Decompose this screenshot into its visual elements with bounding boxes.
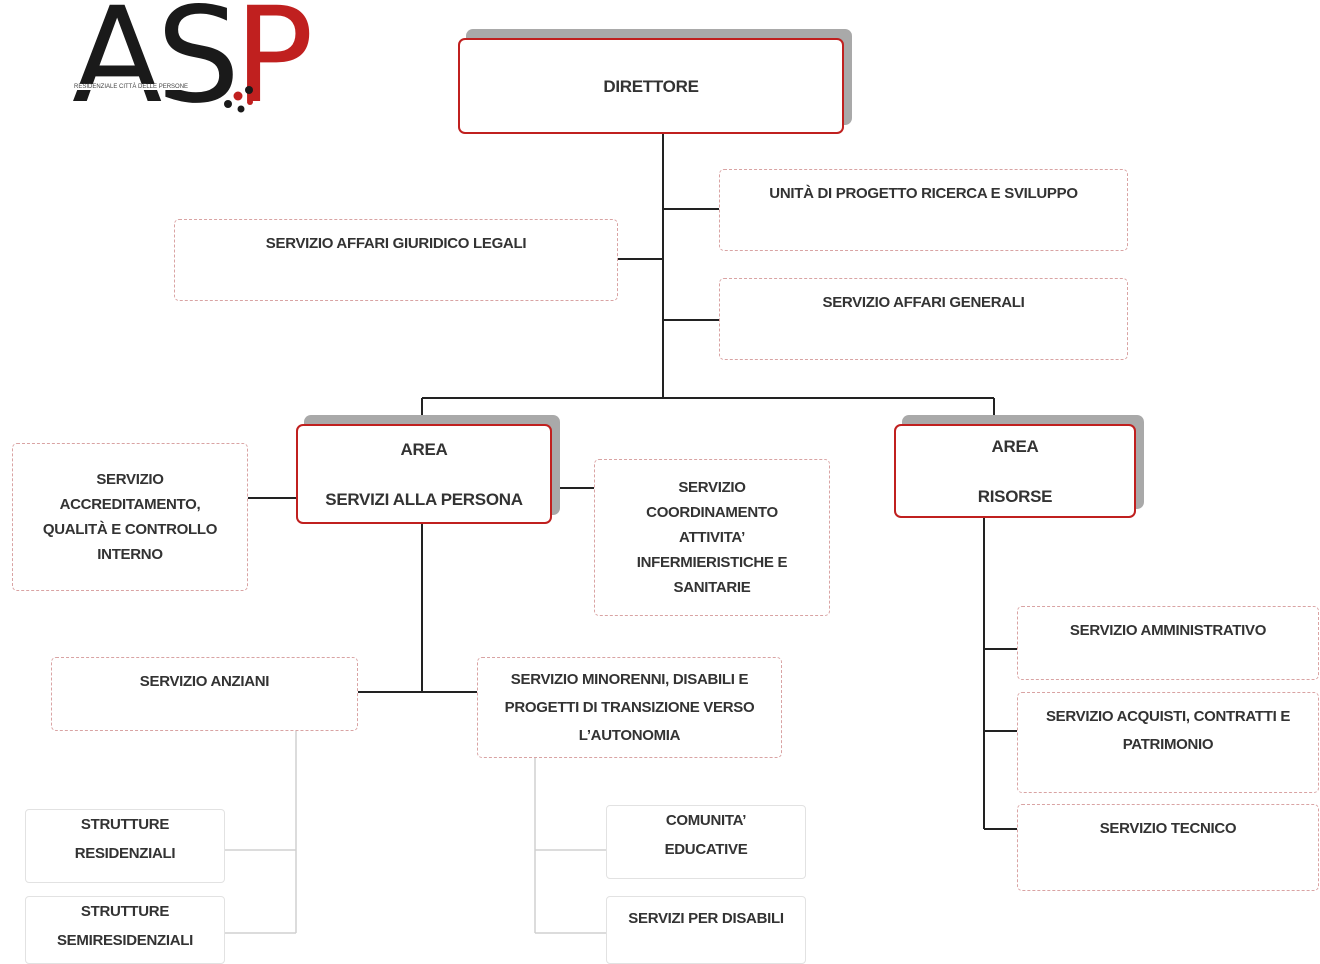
servizio-anziani-box: SERVIZIO ANZIANI xyxy=(51,657,358,731)
servizio-anziani-label: SERVIZIO ANZIANI xyxy=(139,673,270,690)
affari-generali-label: SERVIZIO AFFARI GENERALI xyxy=(822,294,1025,311)
logo-tagline: RESIDENZIALE CITTÀ DELLE PERSONE xyxy=(74,84,189,90)
director-box: DIRETTORE xyxy=(458,38,844,134)
servizio-tecnico-box: SERVIZIO TECNICO xyxy=(1017,804,1319,891)
logo-wordmark: ASP xyxy=(72,0,314,122)
servizio-amministrativo-label: SERVIZIO AMMINISTRATIVO xyxy=(1069,622,1267,639)
ricerca-sviluppo-label: UNITÀ DI PROGETTO RICERCA E SVILUPPO xyxy=(769,185,1078,202)
affari-legali-label: SERVIZIO AFFARI GIURIDICO LEGALI xyxy=(265,235,527,252)
director-label: DIRETTORE xyxy=(603,76,699,96)
minorenni-line: PROGETTI DI TRANSIZIONE VERSO xyxy=(504,698,755,716)
servizi-disabili-label: SERVIZI PER DISABILI xyxy=(628,910,784,927)
infermieristiche-line: INFERMIERISTICHE E xyxy=(636,554,788,571)
semiresidenziali-line: SEMIRESIDENZIALI xyxy=(56,932,194,949)
accreditamento-line: INTERNO xyxy=(97,546,163,563)
strutture-semiresidenziali-box: STRUTTURE SEMIRESIDENZIALI xyxy=(25,896,225,964)
residenziali-line: RESIDENZIALI xyxy=(74,845,176,862)
infermieristiche-line: ATTIVITA’ xyxy=(679,529,745,546)
infermieristiche-line: COORDINAMENTO xyxy=(646,504,778,521)
servizi-disabili-box: SERVIZI PER DISABILI xyxy=(606,896,806,964)
logo-letter-a: A xyxy=(72,0,162,133)
accreditamento-line: QUALITÀ E CONTROLLO xyxy=(42,521,218,538)
servizio-tecnico-label: SERVIZIO TECNICO xyxy=(1099,820,1237,837)
servizio-acquisti-box: SERVIZIO ACQUISTI, CONTRATTI E PATRIMONI… xyxy=(1017,692,1319,793)
ricerca-sviluppo-box: UNITÀ DI PROGETTO RICERCA E SVILUPPO xyxy=(719,169,1128,251)
residenziali-line: STRUTTURE xyxy=(80,816,170,833)
strutture-residenziali-box: STRUTTURE RESIDENZIALI xyxy=(25,809,225,883)
semiresidenziali-line: STRUTTURE xyxy=(80,903,170,920)
acquisti-line: PATRIMONIO xyxy=(1122,736,1214,753)
area-persona-line2: SERVIZI ALLA PERSONA xyxy=(325,489,523,509)
area-servizi-persona-box: AREA SERVIZI ALLA PERSONA xyxy=(296,424,552,524)
infermieristiche-box: SERVIZIO COORDINAMENTO ATTIVITA’ INFERMI… xyxy=(594,459,830,616)
logo-dots-icon xyxy=(224,86,253,113)
accreditamento-line: SERVIZIO xyxy=(96,471,164,488)
comunita-line: EDUCATIVE xyxy=(664,841,748,858)
acquisti-line: SERVIZIO ACQUISTI, CONTRATTI E xyxy=(1045,708,1291,725)
asp-logo: ASP RESIDENZIALE CITTÀ DELLE PERSONE xyxy=(72,0,314,148)
infermieristiche-line: SANITARIE xyxy=(673,579,751,596)
area-risorse-box: AREA RISORSE xyxy=(894,424,1136,518)
area-risorse-line2: RISORSE xyxy=(977,486,1053,506)
affari-generali-box: SERVIZIO AFFARI GENERALI xyxy=(719,278,1128,360)
comunita-line: COMUNITA’ xyxy=(665,812,747,829)
area-risorse-line1: AREA xyxy=(991,436,1039,456)
comunita-educative-box: COMUNITA’ EDUCATIVE xyxy=(606,805,806,879)
minorenni-line: SERVIZIO MINORENNI, DISABILI E xyxy=(510,670,749,688)
minorenni-line: L’AUTONOMIA xyxy=(578,726,681,744)
accreditamento-line: ACCREDITAMENTO, xyxy=(59,496,201,513)
accreditamento-box: SERVIZIO ACCREDITAMENTO, QUALITÀ E CONTR… xyxy=(12,443,248,591)
affari-legali-box: SERVIZIO AFFARI GIURIDICO LEGALI xyxy=(174,219,618,301)
infermieristiche-line: SERVIZIO xyxy=(678,479,746,496)
area-persona-line1: AREA xyxy=(400,439,448,459)
servizio-minorenni-box: SERVIZIO MINORENNI, DISABILI E PROGETTI … xyxy=(477,657,782,758)
servizio-amministrativo-box: SERVIZIO AMMINISTRATIVO xyxy=(1017,606,1319,680)
